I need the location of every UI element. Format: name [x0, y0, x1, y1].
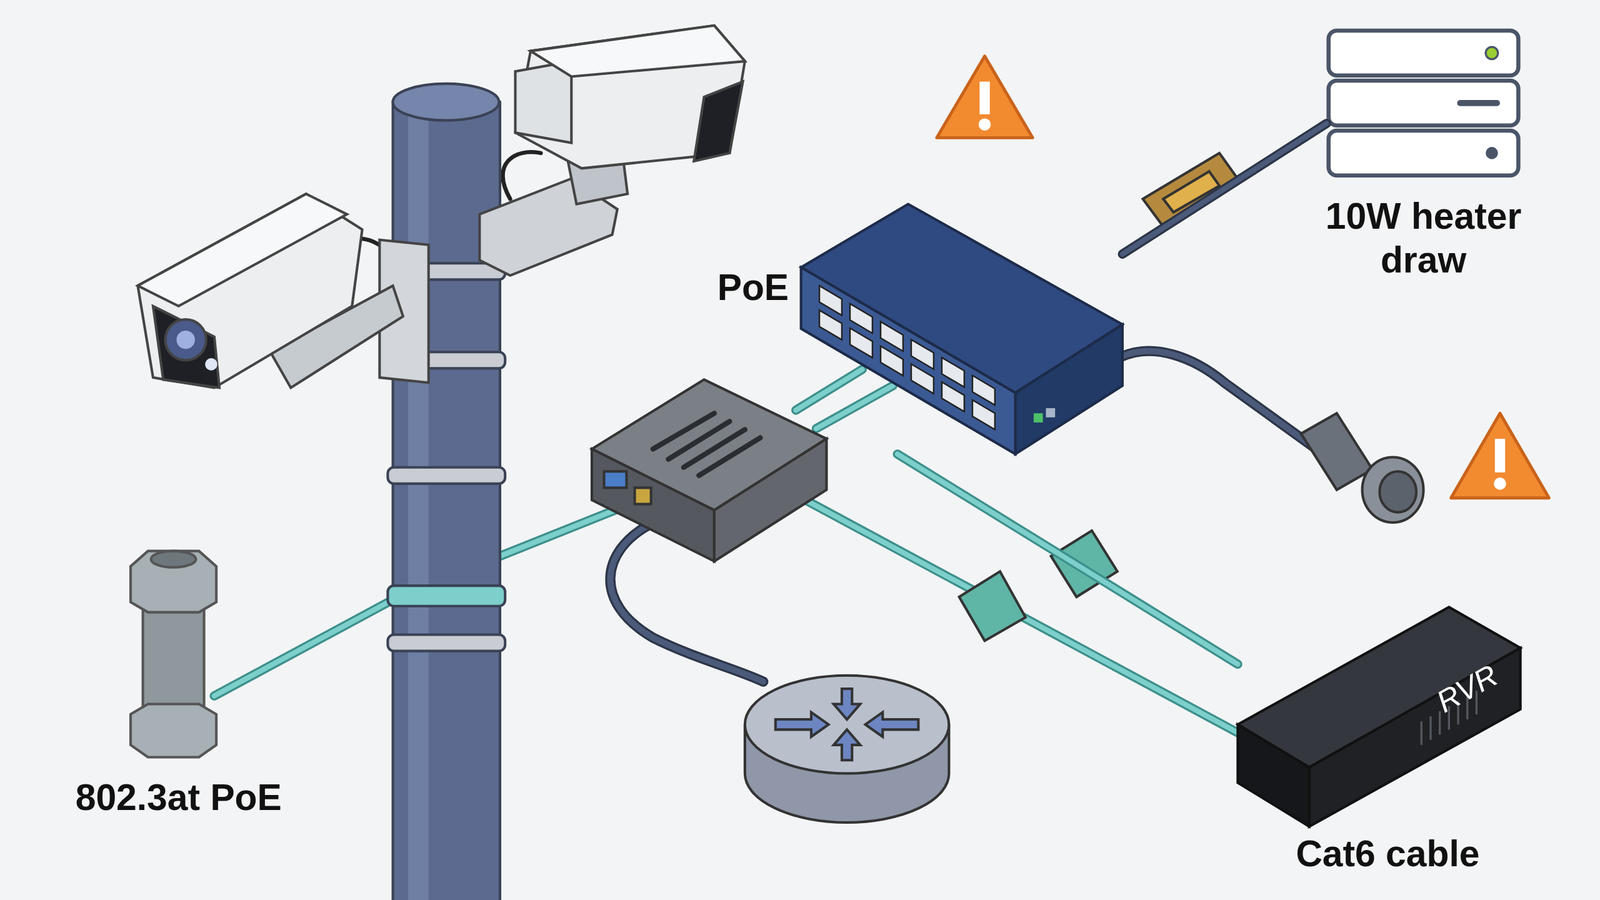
static-cable: [610, 525, 764, 682]
callout-label: 802.3at PoE: [30, 775, 327, 820]
warning-sign: [1493, 477, 1507, 490]
static-cable: [816, 385, 893, 429]
router-symbol: [745, 675, 950, 823]
poe-switch: PoE: [801, 204, 1123, 455]
router-symbol: [865, 712, 919, 737]
camera: [530, 25, 745, 77]
pole: [393, 83, 500, 121]
cable-connector: [1122, 123, 1327, 255]
camera: [165, 319, 206, 360]
pole: [408, 101, 429, 900]
server-icon-outline: [1326, 28, 1520, 182]
recorder-box-outline: [1237, 606, 1520, 827]
pole: [387, 467, 505, 484]
static-cable: [214, 151, 1317, 754]
poe-injector: [591, 379, 827, 562]
server-icon-part: [1456, 100, 1500, 107]
poe-switch-part: [880, 346, 904, 376]
pipe-fitting: [143, 596, 205, 715]
poe-switch-part: [911, 364, 934, 394]
callout-label: Cat6 cable: [1250, 831, 1526, 877]
connector-plug: [1301, 413, 1424, 523]
pole: [387, 585, 505, 607]
cable-line: [897, 454, 1238, 665]
poe-switch-part: [850, 303, 873, 334]
node-label: 10W heater draw: [1280, 193, 1567, 282]
router-symbol: [833, 688, 860, 720]
cable-line: [1122, 123, 1327, 255]
recorder-box-part: [1237, 724, 1309, 827]
warning-sign: [936, 56, 1033, 139]
cable-line: [1122, 123, 1327, 255]
poe-switch-part: [1045, 408, 1055, 418]
warning-sign: [978, 118, 992, 131]
recorder-box-part: [1309, 648, 1521, 827]
camera: [137, 193, 347, 307]
camera: [137, 193, 429, 388]
node-label: PoE: [686, 265, 789, 310]
poe-switch-part: [911, 339, 934, 369]
poe-injector: [591, 448, 715, 562]
camera: [153, 306, 220, 389]
router-symbol: [775, 712, 829, 737]
camera: [515, 61, 572, 144]
pipe-fitting: [130, 551, 217, 758]
cable-coupler: [959, 571, 1026, 641]
recorder-box: RVR: [1237, 606, 1520, 827]
static-cable: [1120, 351, 1317, 450]
camera: [693, 81, 743, 162]
poe-injector: [635, 487, 652, 504]
warning-sign: [1495, 438, 1505, 473]
poe-injector: [653, 413, 760, 476]
poe-switch-part: [801, 267, 1016, 455]
server-icon-part: [1328, 130, 1519, 176]
recorder-box-part: [1420, 721, 1423, 745]
router-symbol: [833, 729, 860, 760]
pipe-fitting: [151, 551, 197, 568]
server-icon-part: [1485, 46, 1499, 60]
connector-plug: [1362, 456, 1424, 522]
recorder-box-part: [1429, 716, 1432, 740]
server-icon: 10W heater draw: [1326, 28, 1520, 182]
warning-sign: [1451, 413, 1550, 499]
camera: [176, 330, 195, 349]
server-icon-part: [1328, 80, 1519, 126]
poe-switch-part: [880, 321, 904, 352]
pole: [387, 83, 505, 900]
poe-switch-part: [1033, 413, 1044, 423]
poe-switch-part: [941, 381, 965, 412]
poe-switch-part: [819, 310, 842, 340]
poe-injector: [604, 471, 627, 488]
cable-connector: [897, 454, 1238, 665]
poe-switch-part: [1015, 324, 1122, 454]
connector-plug: [1379, 471, 1417, 512]
cable-line: [897, 454, 1238, 665]
camera: [137, 193, 362, 388]
server-icon-part: [1328, 30, 1519, 76]
camera: [515, 25, 745, 169]
poe-switch-part: [819, 285, 842, 315]
camera: [205, 358, 218, 371]
poe-switch-part: [850, 328, 873, 358]
server-icon-part: [1485, 146, 1499, 160]
warning-sign: [979, 81, 990, 115]
static-cable: [610, 525, 764, 682]
poe-switch-outline: [801, 204, 1123, 455]
pipe-fitting: [130, 704, 217, 758]
router-symbol: [745, 675, 950, 774]
camera: [479, 25, 745, 276]
poe-switch-part: [972, 375, 995, 405]
pipe-fitting: [130, 551, 217, 613]
pole: [387, 635, 505, 652]
poe-switch-part: [941, 357, 965, 387]
poe-switch-part: [972, 400, 995, 430]
static-cable: [816, 385, 893, 429]
static-cable: [1120, 351, 1317, 450]
connector-plug: [1301, 413, 1373, 490]
